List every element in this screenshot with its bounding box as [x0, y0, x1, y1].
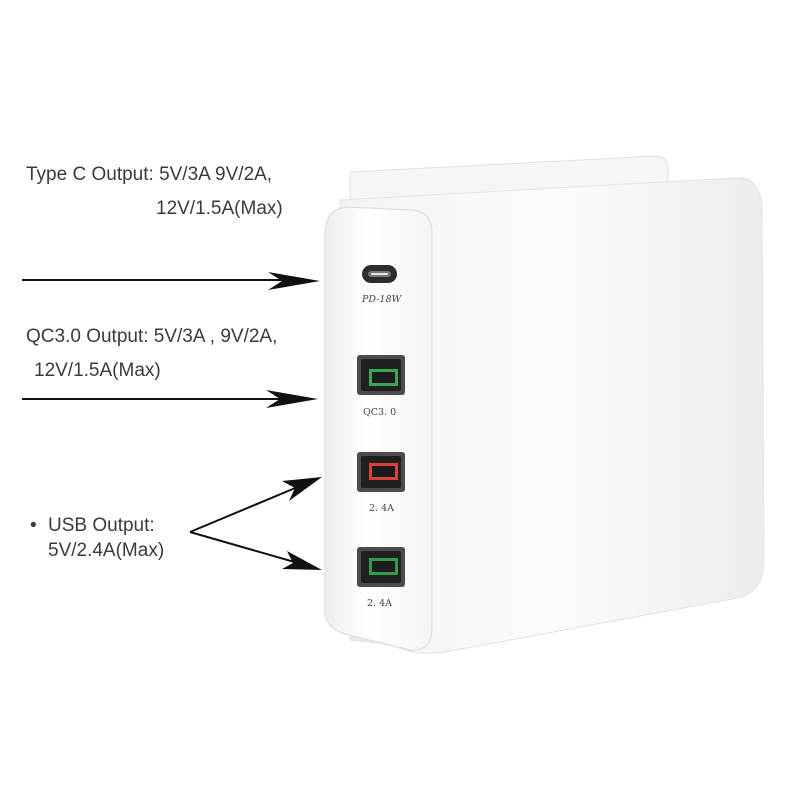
usb-a-port-qc3 [357, 355, 405, 395]
arrow-qc3 [22, 390, 318, 408]
arrow-type-c [22, 272, 320, 290]
arrow-usb-upper [189, 477, 322, 533]
port-label-qc3: QC3. 0 [363, 407, 396, 418]
usb-spec-line1: USB Output: [48, 515, 155, 536]
port-label-usb2: 2. 4A [367, 598, 392, 609]
type-c-spec-line2: 12V/1.5A(Max) [156, 198, 283, 219]
arrow-usb-lower [189, 531, 322, 570]
usb-spec-bullet: • [30, 515, 37, 536]
usb-a-port-1 [357, 452, 405, 492]
charger-front-face [324, 206, 433, 651]
usb-a-port-2 [357, 547, 405, 587]
qc3-spec-line1: QC3.0 Output: 5V/3A , 9V/2A, [26, 326, 278, 347]
usb-spec-line2: 5V/2.4A(Max) [48, 540, 165, 561]
charger-body [339, 177, 765, 654]
type-c-spec-line1: Type C Output: 5V/3A 9V/2A, [26, 164, 273, 185]
port-label-pd: PD-18W [361, 294, 402, 305]
usb-c-port [362, 265, 397, 283]
qc3-spec-line2: 12V/1.5A(Max) [34, 360, 161, 381]
port-label-usb1: 2. 4A [369, 503, 394, 514]
